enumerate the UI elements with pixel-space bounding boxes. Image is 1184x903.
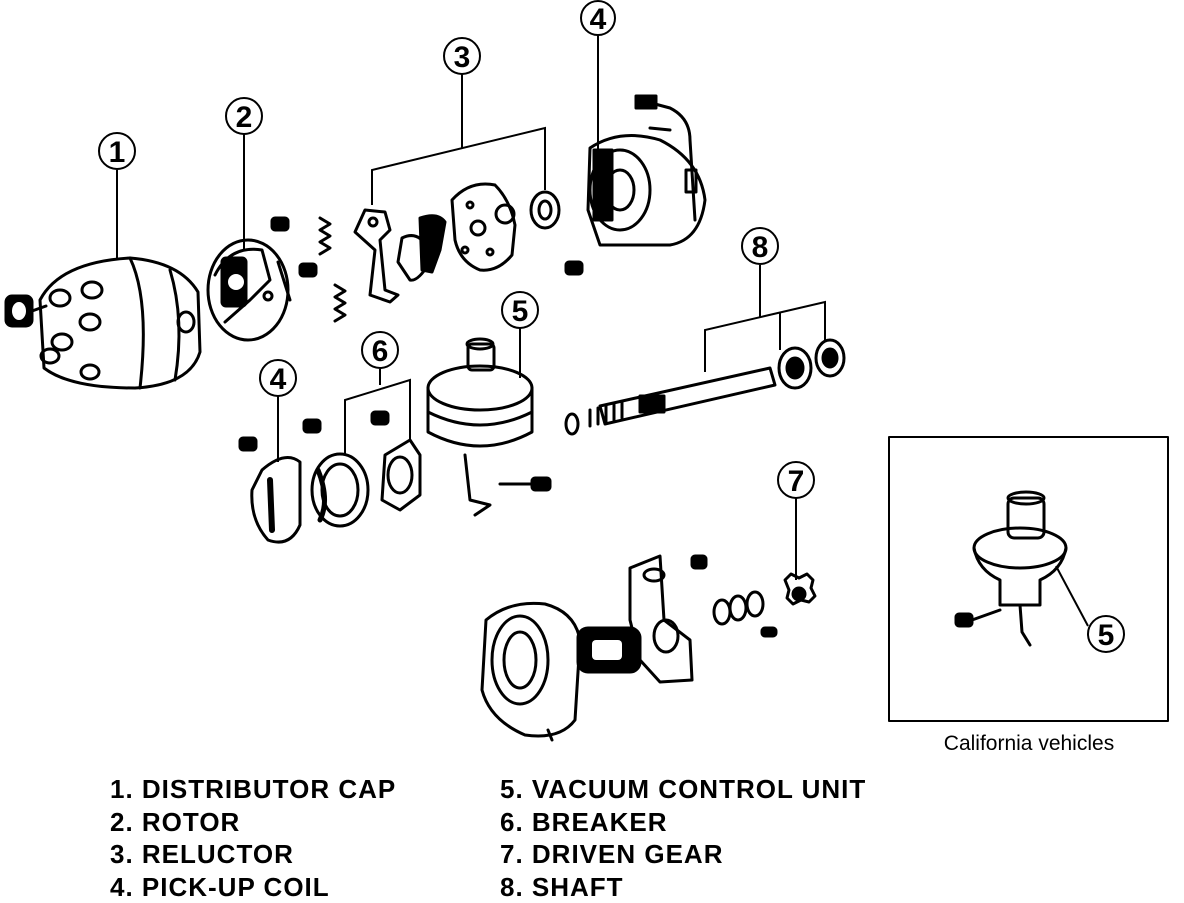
callout-1: 1 [109, 136, 126, 169]
callout-5-main: 5 [512, 295, 529, 328]
distributor-cap-part [6, 258, 200, 388]
shaft-part [590, 340, 844, 426]
callout-4-top: 4 [590, 3, 607, 36]
leader-lines [117, 35, 1088, 626]
legend-item-shaft: 8. SHAFT [500, 871, 866, 903]
callout-circles [99, 1, 1124, 652]
legend-item-reluctor: 3. RELUCTOR [110, 838, 396, 871]
legend-item-breaker: 6. BREAKER [500, 806, 866, 839]
pickup-coil-lower-part [240, 438, 300, 542]
callout-6: 6 [372, 335, 389, 368]
legend-left-column: 1. DISTRIBUTOR CAP 2. ROTOR 3. RELUCTOR … [110, 773, 396, 903]
breaker-part [304, 412, 420, 526]
callout-2: 2 [236, 101, 253, 134]
pickup-coil-top-part [566, 96, 705, 274]
legend-item-driven-gear: 7. DRIVEN GEAR [500, 838, 866, 871]
callout-4-lower: 4 [270, 363, 287, 396]
legend-right-column: 5. VACUUM CONTROL UNIT 6. BREAKER 7. DRI… [500, 773, 866, 903]
inset-vacuum-unit-part [956, 492, 1066, 645]
legend-item-distributor-cap: 1. DISTRIBUTOR CAP [110, 773, 396, 806]
callout-7: 7 [788, 465, 805, 498]
distributor-housing-part [482, 556, 692, 740]
vacuum-control-unit-part [428, 339, 578, 515]
legend-item-vacuum-control-unit: 5. VACUUM CONTROL UNIT [500, 773, 866, 806]
rotor-part [208, 240, 290, 340]
callout-3: 3 [454, 41, 471, 74]
inset-frame [889, 437, 1168, 721]
callout-8: 8 [752, 231, 769, 264]
callout-5-inset: 5 [1098, 619, 1115, 652]
legend-item-pickup-coil: 4. PICK-UP COIL [110, 871, 396, 903]
legend-item-rotor: 2. ROTOR [110, 806, 396, 839]
inset-caption: California vehicles [890, 732, 1168, 756]
